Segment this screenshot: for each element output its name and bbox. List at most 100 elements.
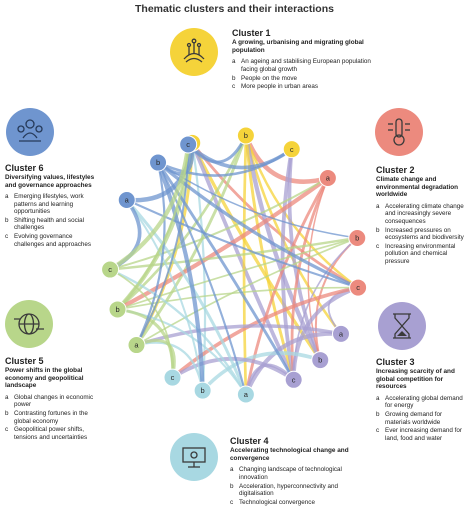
node-letter: c [171,373,175,382]
interaction-link [242,135,248,395]
cluster-5-node-a [127,336,146,355]
node-letter: a [134,341,139,350]
cluster-2-icon-circle [375,108,423,156]
node-letter: c [292,375,296,384]
node-letter: b [115,305,119,314]
cluster-1-icon-circle [170,28,218,76]
cluster-1-text: Cluster 1 A growing, urbanising and migr… [232,28,382,92]
node-letter: b [201,386,205,395]
node-letter: b [355,234,359,243]
cluster-1-node-b [236,126,255,145]
cluster-4-node-b [193,381,212,400]
node-letter: a [339,329,344,338]
cluster-4-node-a [236,385,255,404]
interaction-link [201,351,321,392]
interaction-link [109,236,358,271]
cluster-6-icon-circle [6,108,54,156]
cluster-1-node-c [282,140,301,159]
interaction-link [108,144,191,272]
interaction-link [135,144,190,346]
cluster-3-node-a [332,324,351,343]
interaction-links [108,134,359,396]
cluster-6-text: Cluster 6 Diversifying values, lifestyle… [5,163,95,250]
interaction-link [171,356,295,382]
globe-icon [5,300,53,348]
interaction-link [126,199,359,289]
interaction-link [280,148,296,381]
cluster-subtitle: Accelerating technological change and co… [230,447,349,462]
interaction-link [291,285,359,380]
interaction-link [244,177,330,395]
interaction-link [136,237,358,346]
cluster-6-node-b [149,153,168,172]
cluster-5-text: Cluster 5 Power shifts in the global eco… [5,356,103,443]
cluster-4-icon-circle [170,433,218,481]
cluster-4-text: Cluster 4 Accelerating technological cha… [230,436,360,508]
interaction-link [307,177,329,361]
node-letter: c [356,283,360,292]
cluster-4-node-c [163,368,182,387]
node-letter: c [108,265,112,274]
ring-nodes: abcabcabcabcabcabc [101,126,368,404]
cluster-5-node-c [101,260,120,279]
interaction-link [116,134,248,311]
cluster-2-node-b [348,228,367,247]
population-icon [170,28,218,76]
interaction-link [157,162,247,395]
cluster-title: Cluster 3 [376,357,415,367]
cluster-title: Cluster 4 [230,436,269,446]
cluster-2-node-c [349,278,368,297]
cluster-title: Cluster 6 [5,163,44,173]
cluster-subtitle: Increasing scarcity of and global compet… [376,368,455,391]
interaction-link [186,143,293,170]
cluster-5-node-b [108,300,127,319]
node-letter: b [244,131,248,140]
cluster-3-node-b [311,351,330,370]
interaction-link [136,341,204,391]
cluster-3-node-c [284,370,303,389]
cluster-title: Cluster 5 [5,356,44,366]
cluster-subtitle: A growing, urbanising and migrating glob… [232,39,364,54]
node-letter: a [326,174,331,183]
interaction-link [126,142,195,203]
cluster-2-node-a [318,169,337,188]
interaction-link [156,161,205,391]
interaction-link [117,286,359,311]
cluster-3-icon-circle [378,302,426,350]
interaction-link [243,331,342,396]
cluster-6-node-a [117,191,136,209]
cluster-6-node-c [179,135,198,154]
node-letter: a [244,390,249,399]
node-letter: a [125,196,130,205]
interaction-link [125,199,204,391]
node-letter: c [290,145,294,154]
climate-icon [375,108,423,156]
cluster-title: Cluster 1 [232,28,271,38]
interaction-link [109,268,174,378]
cluster-3-text: Cluster 3 Increasing scarcity of and glo… [376,357,466,444]
node-letter: c [186,140,190,149]
cluster-subtitle: Climate change and environmental degrada… [376,176,459,199]
technology-icon [170,433,218,481]
cluster-5-icon-circle [5,300,53,348]
hourglass-icon [378,302,426,350]
